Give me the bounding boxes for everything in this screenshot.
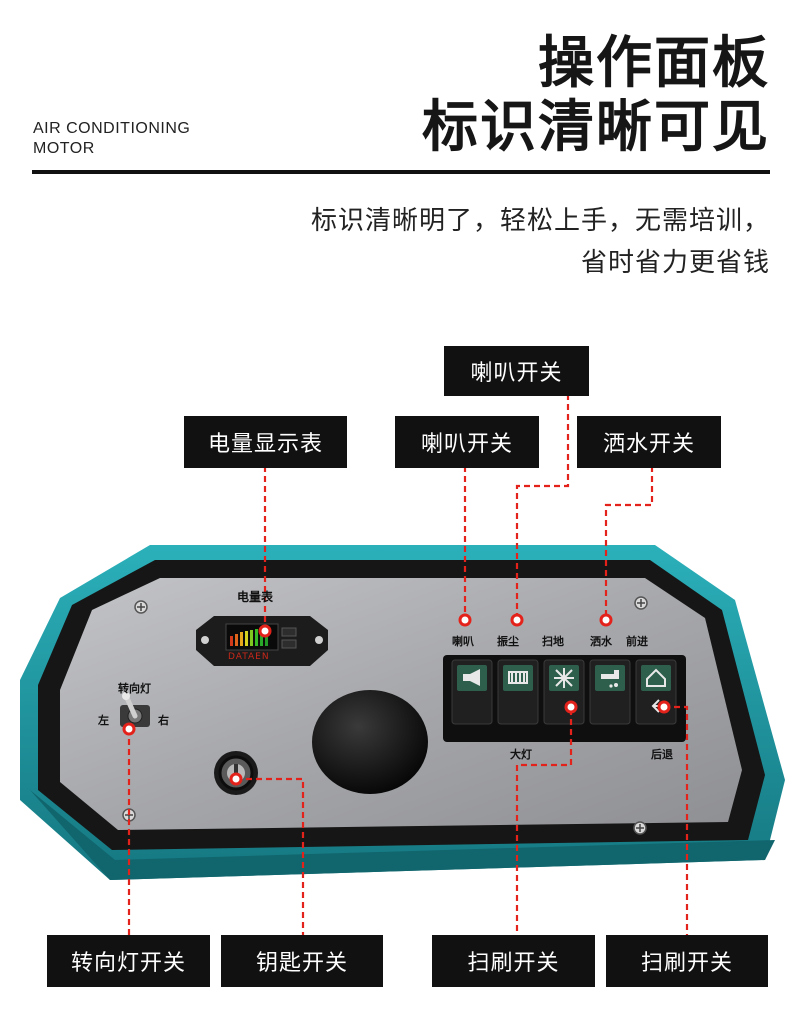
callout-brush-right: 扫刷开关 bbox=[606, 935, 768, 987]
brush-icon bbox=[508, 671, 528, 684]
switch-label-forward: 前进 bbox=[626, 635, 648, 648]
callout-dots bbox=[122, 613, 671, 786]
callout-key: 钥匙开关 bbox=[221, 935, 383, 987]
callout-leaders bbox=[127, 394, 689, 935]
brand-line2: MOTOR bbox=[33, 140, 95, 157]
turn-signal-label: 转向灯 bbox=[118, 682, 151, 695]
header-divider bbox=[32, 170, 770, 174]
turn-left-label: 左 bbox=[98, 714, 109, 727]
headlight-label: 大灯 bbox=[510, 748, 532, 761]
home-icon bbox=[646, 668, 666, 687]
callout-sprinkler: 洒水开关 bbox=[577, 416, 721, 468]
subtitle-line1: 标识清晰明了，轻松上手，无需培训， bbox=[310, 206, 770, 236]
fan-icon bbox=[554, 668, 574, 688]
callout-brush-left: 扫刷开关 bbox=[432, 935, 595, 987]
brand-line1: AIR CONDITIONING bbox=[33, 120, 191, 137]
subtitle-line2: 省时省力更省钱 bbox=[580, 248, 770, 278]
callout-horn: 喇叭开关 bbox=[395, 416, 539, 468]
meter-brand: DATAEN bbox=[228, 652, 270, 662]
turn-signal-toggle bbox=[120, 692, 150, 727]
switch-label-horn: 喇叭 bbox=[452, 635, 474, 648]
callout-top-horn: 喇叭开关 bbox=[444, 346, 589, 396]
turn-right-label: 右 bbox=[158, 714, 169, 727]
screw-icon bbox=[122, 596, 648, 835]
callout-turn-signal: 转向灯开关 bbox=[47, 935, 210, 987]
main-knob bbox=[312, 690, 428, 794]
page-title-line1: 操作面板 bbox=[538, 31, 770, 96]
page-title-line2: 标识清晰可见 bbox=[422, 95, 770, 160]
switch-label-sweep: 扫地 bbox=[542, 635, 564, 648]
callout-power-meter: 电量显示表 bbox=[184, 416, 347, 468]
horn-icon bbox=[463, 669, 480, 686]
switch-label-water: 洒水 bbox=[590, 635, 612, 648]
meter-label: 电量表 bbox=[237, 590, 274, 604]
water-icon bbox=[601, 670, 619, 688]
switch-label-dust: 振尘 bbox=[497, 635, 519, 648]
reverse-label: 后退 bbox=[651, 748, 673, 761]
